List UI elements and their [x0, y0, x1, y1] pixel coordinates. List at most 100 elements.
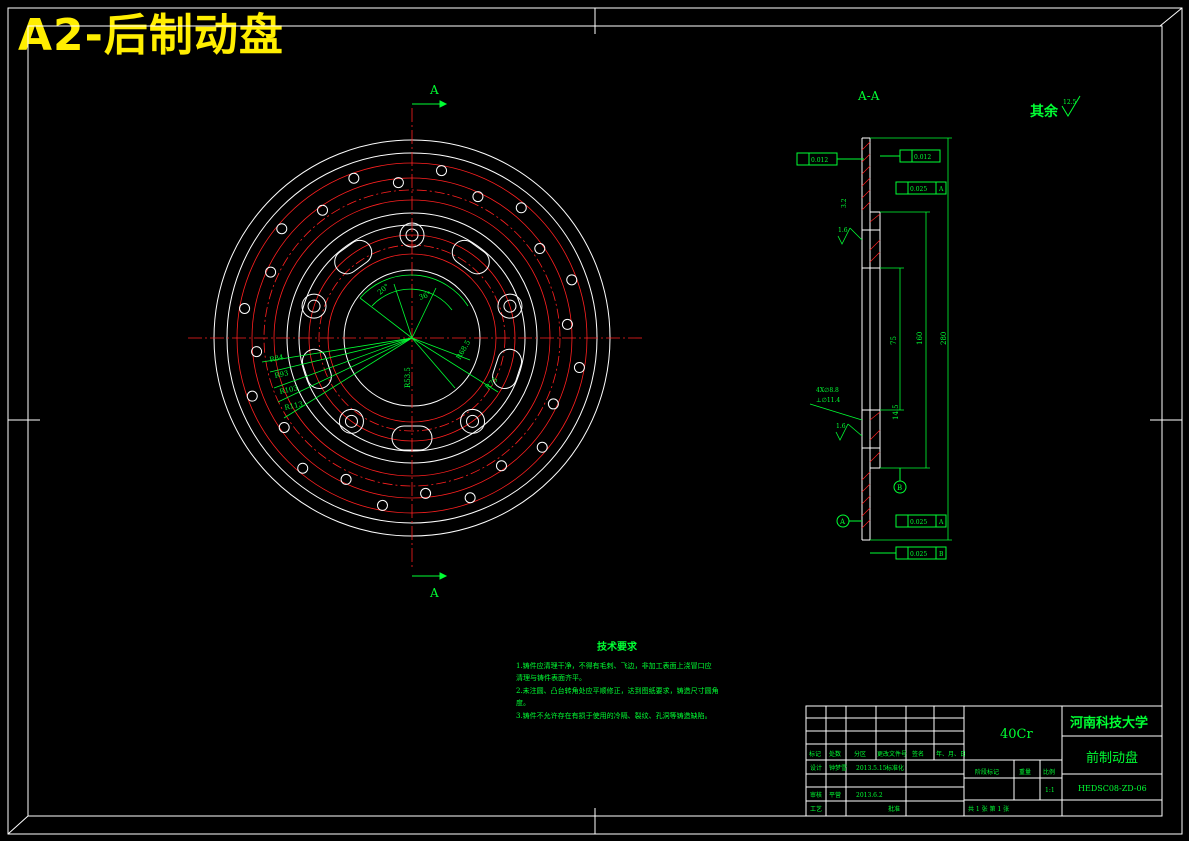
- process-label: 工艺: [810, 805, 822, 813]
- vent-hole: [495, 460, 507, 472]
- section-label-bottom: A: [429, 586, 439, 600]
- bolt-boss: [301, 293, 327, 319]
- material: 40Cr: [1000, 727, 1033, 742]
- lightening-slot: [334, 239, 373, 275]
- section-dimension-lines: [870, 137, 952, 541]
- vent-hole: [376, 499, 388, 511]
- svg-text:20°: 20°: [376, 282, 391, 296]
- drawing-number: HEDSC08-ZD-06: [1078, 784, 1147, 793]
- designer-name: 钟梦雪: [829, 764, 847, 772]
- vent-hole: [239, 302, 251, 314]
- header-count: 处数: [829, 750, 841, 758]
- svg-text:R68.5: R68.5: [455, 339, 472, 361]
- vent-hole: [561, 318, 573, 330]
- vent-hole: [246, 390, 258, 402]
- flatness-left-value: 0.012: [811, 157, 828, 164]
- sheet-frame: [7, 7, 1183, 835]
- header-date: 年、月、日: [936, 750, 966, 758]
- university-name: 河南科技大学: [1070, 715, 1148, 731]
- standard-label: 标准化: [886, 764, 904, 772]
- header-mark: 标记: [809, 750, 821, 758]
- runout-value: 0.025: [910, 551, 927, 558]
- vent-hole: [464, 492, 476, 504]
- design-date: 2013.5.15: [856, 765, 887, 772]
- parallel-top-datum: A: [938, 186, 944, 193]
- bolt-boss: [497, 293, 523, 319]
- section-label-top: A: [429, 83, 439, 97]
- tech-req-line-3: 2.未注圆、凸台转角处应平顺修正，达到图纸要求，铸造尺寸圆角: [516, 686, 719, 695]
- bolt-hole-group: [301, 222, 523, 434]
- vent-hole: [251, 346, 263, 358]
- weight-label: 重量: [1019, 768, 1031, 776]
- svg-text:R53.5: R53.5: [404, 367, 412, 388]
- surface-roughness-value: 12.5: [1063, 99, 1077, 106]
- dim-75: 75: [890, 336, 898, 345]
- vent-hole: [547, 398, 559, 410]
- tech-req-line-4: 度。: [516, 698, 530, 707]
- bolt-hole: [503, 299, 517, 313]
- parallel-top-value: 0.025: [910, 186, 927, 193]
- part-name: 前制动盘: [1086, 750, 1138, 766]
- section-view-title: A-A: [857, 89, 880, 103]
- header-zone: 分区: [854, 750, 866, 758]
- bolt-hole: [344, 414, 358, 428]
- scale-label: 比例: [1043, 768, 1055, 776]
- lightening-slot: [451, 239, 490, 275]
- datum-a-marker: [836, 514, 862, 528]
- hole-callout-1: 4X∅8.8: [816, 387, 839, 394]
- parallel-frame-top: [895, 181, 947, 195]
- bolt-boss: [460, 408, 486, 434]
- surface-roughness-symbol: [1061, 95, 1081, 117]
- roughness-1-6-a: 1.6: [838, 227, 848, 234]
- center-lines: [188, 108, 642, 570]
- lightening-slot: [301, 348, 332, 390]
- tech-req-title: 技术要求: [597, 640, 638, 653]
- sheet-count: 共 1 张 第 1 张: [968, 805, 1009, 813]
- vent-hole: [317, 204, 329, 216]
- section-profile: [861, 137, 881, 541]
- reviewer-name: 平营: [829, 791, 841, 799]
- scale-value: 1:1: [1045, 787, 1055, 794]
- dim-14-5: 14.5: [892, 404, 900, 420]
- roughness-marks: [809, 227, 863, 441]
- vent-hole: [348, 172, 360, 184]
- vent-hole: [436, 165, 448, 177]
- svg-text:R103: R103: [279, 384, 299, 396]
- section-hatching: [861, 141, 881, 529]
- flatness-frame-left: [796, 152, 864, 166]
- bolt-hole: [307, 299, 321, 313]
- header-change-doc: 更改文件号: [877, 750, 907, 758]
- bolt-boss: [338, 408, 364, 434]
- runout-datum: B: [939, 551, 944, 558]
- vent-hole: [276, 223, 288, 235]
- parallel-bottom-datum: A: [938, 519, 944, 526]
- svg-text:R113: R113: [284, 400, 304, 412]
- runout-frame: [870, 546, 947, 560]
- datum-a-label: A: [839, 518, 846, 526]
- section-arrow-bottom: [412, 572, 448, 580]
- tech-req-line-2: 清理与铸件表面齐平。: [516, 673, 586, 682]
- svg-text:R93: R93: [274, 369, 290, 380]
- lightening-slot: [492, 348, 523, 390]
- vent-hole: [536, 441, 548, 453]
- designer-label: 设计: [810, 764, 822, 772]
- section-view: A-A 其余 12.5: [796, 89, 1081, 560]
- stage-label: 阶段标记: [975, 768, 999, 776]
- vent-hole: [297, 462, 309, 474]
- review-label: 审核: [810, 791, 822, 799]
- vent-hole-group: [239, 165, 585, 511]
- dim-280: 280: [940, 332, 948, 345]
- review-date: 2013.6.2: [856, 792, 883, 799]
- approve-label: 批准: [888, 805, 900, 813]
- svg-text:36°: 36°: [418, 290, 432, 302]
- vent-hole: [566, 274, 578, 286]
- dimension-labels: R84 R93 R103 R113 R68.5 R75 R53.5 20° 36…: [269, 282, 500, 412]
- datum-b-label: B: [897, 484, 902, 492]
- parallel-bottom-value: 0.025: [910, 519, 927, 526]
- hole-callout-2: ⊥∅11.4: [816, 397, 840, 404]
- datum-b-marker: [893, 468, 907, 494]
- front-view: R84 R93 R103 R113 R68.5 R75 R53.5 20° 36…: [188, 83, 642, 600]
- tech-req-line-5: 3.铸件不允许存在有损于使用的冷隔、裂纹、孔洞等铸造缺陷。: [516, 711, 712, 720]
- page-title: A2-后制动盘: [18, 10, 284, 61]
- vent-hole: [472, 191, 484, 203]
